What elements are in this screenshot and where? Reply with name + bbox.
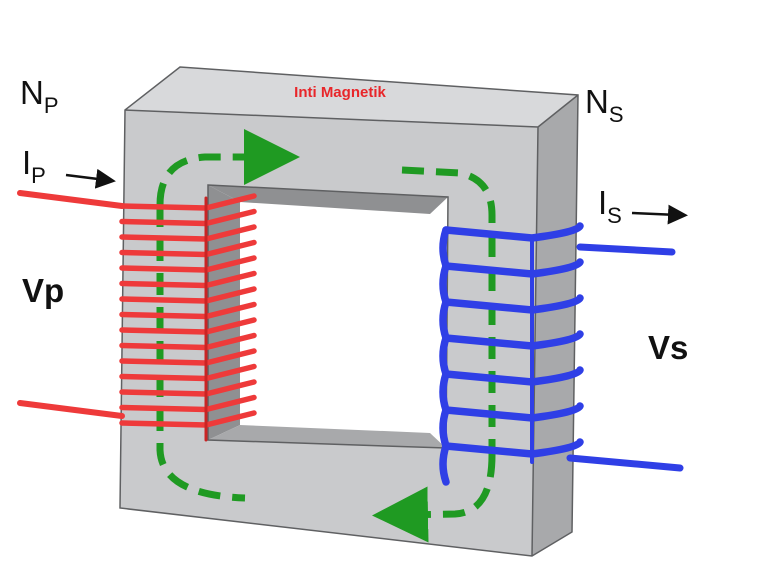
svg-text:IP: IP: [22, 144, 46, 188]
core-front-face: [120, 110, 538, 556]
primary-lead-bottom: [17, 400, 125, 419]
svg-text:NS: NS: [585, 83, 624, 127]
secondary-coil-turn-back: [439, 226, 450, 270]
secondary-coil-turn-back: [439, 334, 450, 378]
secondary-coil-turn-back: [439, 298, 450, 342]
core-window-inner-top: [208, 185, 448, 214]
primary-current-label: IP: [22, 144, 116, 189]
primary-lead-top: [17, 190, 125, 209]
secondary-current-arrow: [631, 204, 688, 225]
primary-coil: [17, 190, 257, 442]
secondary-lead-bottom: [566, 454, 684, 472]
core-top-face: [125, 67, 578, 127]
core-side-face: [532, 95, 578, 556]
secondary-turns-subscript: S: [609, 102, 624, 127]
secondary-coil-turn-back: [439, 406, 450, 450]
secondary-lead-top: [576, 243, 676, 256]
flux-path-top-right: [401, 166, 496, 455]
primary-current-letter: I: [22, 144, 31, 181]
primary-current-arrow: [65, 168, 116, 189]
flux-path-top-left: [156, 129, 300, 206]
secondary-current-letter: I: [598, 184, 607, 221]
svg-text:NP: NP: [20, 74, 59, 118]
secondary-coil-turn: [442, 222, 584, 242]
secondary-current-label: IS: [598, 184, 688, 228]
core-label: Inti Magnetik: [294, 84, 386, 101]
primary-current-subscript: P: [31, 163, 46, 188]
magnetic-flux-path: [156, 129, 496, 543]
primary-turns-letter: N: [20, 74, 44, 111]
flux-path-left-down: [156, 205, 246, 502]
secondary-coil: [439, 222, 684, 486]
primary-voltage-label: Vp: [22, 272, 64, 309]
svg-text:IS: IS: [598, 184, 622, 228]
core-outline: [119, 66, 579, 557]
secondary-coil-turn-back: [439, 370, 450, 414]
secondary-coil-turn-back: [439, 442, 450, 486]
secondary-voltage-label: Vs: [648, 329, 688, 366]
primary-turns-subscript: P: [44, 93, 59, 118]
core-window-inner-bottom: [208, 425, 446, 448]
flux-path-bottom-right: [372, 454, 496, 543]
primary-turns-label: NP: [20, 74, 59, 118]
secondary-turns-label: NS: [585, 83, 624, 127]
secondary-coil-turn-back: [439, 262, 450, 306]
secondary-turns-letter: N: [585, 83, 609, 120]
secondary-current-subscript: S: [607, 203, 622, 228]
